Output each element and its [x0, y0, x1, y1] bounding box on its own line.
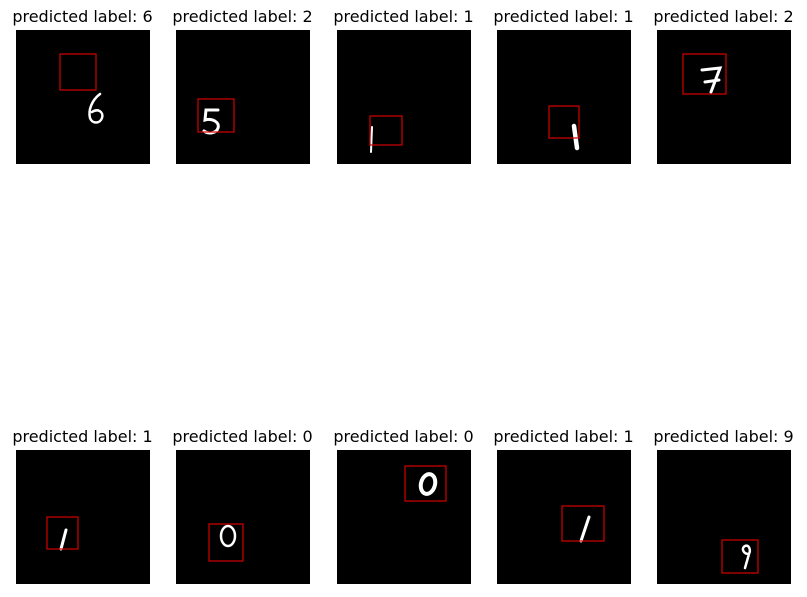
digit-canvas	[561, 505, 605, 543]
prediction-panel: predicted label: 1	[483, 7, 644, 177]
panel-title: predicted label: 0	[172, 427, 313, 446]
panel-title: predicted label: 6	[12, 7, 153, 26]
digit-stroke	[202, 108, 220, 135]
panel-title: predicted label: 0	[333, 427, 474, 446]
prediction-panel: predicted label: 6	[2, 7, 163, 177]
panel-title: predicted label: 2	[653, 7, 794, 26]
digit-stroke	[741, 544, 752, 570]
digit-image	[337, 450, 471, 584]
digit-canvas	[369, 115, 403, 153]
prediction-panel: predicted label: 0	[323, 427, 484, 597]
digit-image	[176, 450, 310, 584]
prediction-panel: predicted label: 0	[162, 427, 323, 597]
prediction-panel: predicted label: 1	[323, 7, 484, 177]
bounding-box	[548, 105, 580, 139]
digit-canvas	[46, 516, 79, 551]
digit-canvas	[721, 539, 759, 574]
digit-image	[337, 30, 471, 164]
digit-canvas	[682, 53, 727, 95]
panel-title: predicted label: 1	[333, 7, 474, 26]
digit-image	[657, 30, 791, 164]
prediction-panel: predicted label: 1	[483, 427, 644, 597]
prediction-panel: predicted label: 2	[643, 7, 804, 177]
bounding-box	[46, 516, 79, 550]
bounding-box	[682, 53, 727, 95]
bounding-box	[208, 523, 244, 562]
digit-stroke	[88, 92, 104, 124]
digit-image	[497, 450, 631, 584]
digit-stroke	[579, 515, 591, 543]
digit-stroke	[219, 524, 237, 548]
panel-title: predicted label: 1	[12, 427, 153, 446]
panel-title: predicted label: 1	[493, 427, 634, 446]
digit-stroke	[59, 528, 68, 551]
panel-title: predicted label: 2	[172, 7, 313, 26]
prediction-panel: predicted label: 1	[2, 427, 163, 597]
bounding-box	[721, 539, 759, 574]
bounding-box	[59, 53, 97, 91]
prediction-panel: predicted label: 2	[162, 7, 323, 177]
digit-stroke	[418, 472, 438, 496]
panel-title: predicted label: 1	[493, 7, 634, 26]
bounding-box	[404, 465, 447, 502]
bounding-box	[369, 115, 403, 146]
digit-image	[176, 30, 310, 164]
digit-canvas	[59, 53, 104, 124]
digit-canvas	[548, 105, 580, 151]
digit-stroke	[700, 66, 723, 94]
digit-stroke	[571, 123, 580, 151]
bounding-box	[197, 98, 235, 133]
digit-image	[16, 450, 150, 584]
digit-image	[657, 450, 791, 584]
prediction-panel: predicted label: 9	[643, 427, 804, 597]
bounding-box	[561, 505, 605, 542]
digit-canvas	[404, 465, 447, 502]
digit-canvas	[197, 98, 235, 135]
panel-title: predicted label: 9	[653, 427, 794, 446]
digit-stroke	[370, 126, 373, 153]
digit-image	[16, 30, 150, 164]
digit-canvas	[208, 523, 244, 562]
digit-image	[497, 30, 631, 164]
